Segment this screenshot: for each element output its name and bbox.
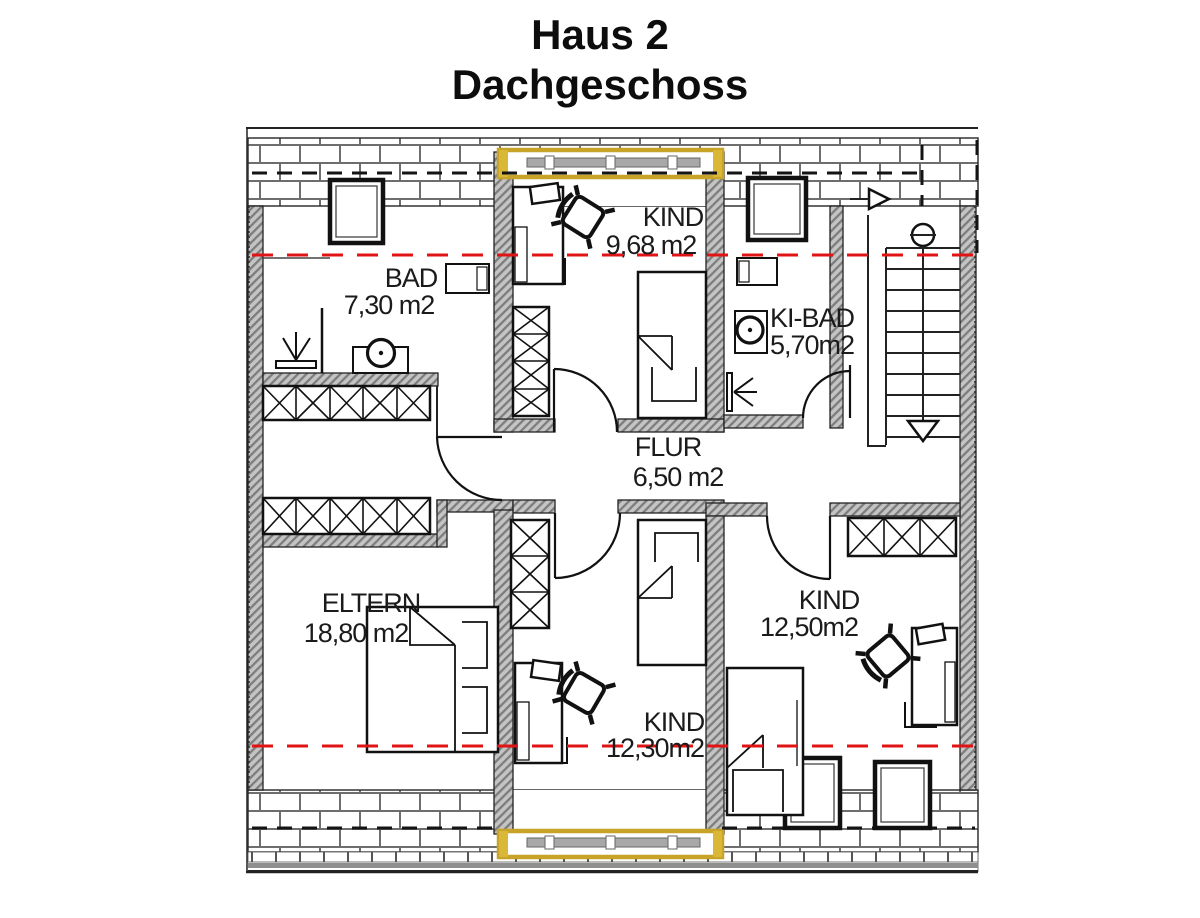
wall-corridor-bottom [262,533,439,548]
wall-flur-south-mid [705,502,768,517]
washbasin-symbol-kibad [736,257,778,286]
door-kind-mid [553,512,622,580]
dormer-windows [496,147,725,860]
wall-kindtop-bottom-right [617,418,725,433]
bathroom-fixtures [275,257,778,412]
label-kind-right: KIND [799,585,860,615]
roof-window-kind-right-2 [872,759,933,831]
toilet-symbol-bad [352,337,409,374]
dormer-bottom-interior [513,790,706,834]
door-kind-right [765,515,832,581]
wall-kindmid-top-left [512,499,556,514]
desk-kind-mid [513,658,568,765]
doors [435,365,852,581]
door-eltern [435,435,503,502]
bed-eltern [365,605,500,754]
wall-dormer-right-top [705,151,725,433]
plan-title: Haus 2 Dachgeschoss [0,10,1200,110]
label-kind-right-area: 12,50m2 [760,612,858,642]
wardrobe-corridor-bottom [261,496,432,536]
desk-kind-top [511,181,566,286]
label-eltern: ELTERN [322,588,421,618]
bed-kind-mid [636,518,708,667]
staircase [850,186,960,447]
label-flur: FLUR [635,432,702,462]
label-eltern-area: 18,80 m2 [304,618,409,648]
label-kibad-area: 5,70m2 [770,330,854,360]
bed-kind-top [636,270,708,420]
wall-outer-right [959,205,977,791]
plan-title-line1: Haus 2 [531,11,669,58]
door-kibad [801,365,852,419]
wardrobe-kind-mid [509,518,551,630]
label-kind-mid-area: 12,30m2 [606,733,704,763]
label-bad: BAD [385,263,438,293]
wardrobe-kind-right [846,516,958,558]
roof-window-bad [263,177,386,259]
plan-title-line2: Dachgeschoss [451,61,749,108]
washbasin-symbol-bad [445,263,490,294]
masonry-footer-band [248,863,978,868]
wall-bad-bottom [262,372,439,387]
label-kind-top: KIND [643,202,704,232]
wardrobes [261,305,958,630]
knee-wall-lines [252,253,975,748]
bed-kind-right [725,666,805,817]
wall-kibad-bottom [723,414,804,429]
wall-bad-kind [493,151,514,433]
label-kind-top-area: 9,68 m2 [606,230,697,260]
label-flur-area: 6,50 m2 [633,462,724,492]
roof-edge-dashed-lines [252,140,979,830]
room-labels: BAD 7,30 m2 KIND 9,68 m2 KI-BAD 5,70m2 F… [304,202,861,763]
wall-flur-south-right [829,502,961,517]
walls [247,151,977,835]
shower-symbol-kibad [726,372,757,412]
door-kind-top [552,367,619,433]
wall-outer-left [247,205,264,791]
wardrobe-corridor-top [261,384,432,422]
roof-window-kibad [745,175,809,243]
chair-kind-right [855,624,921,689]
toilet-symbol-kibad [734,310,768,354]
wall-kindtop-bottom-left [493,418,556,433]
shower-symbol-bad [275,308,324,373]
desk-kind-right [904,622,959,728]
label-kind-mid: KIND [644,707,705,737]
stair-direction-arrow [905,419,941,444]
wardrobe-kind-top [511,305,551,418]
wall-dormer-right-bottom [705,515,725,835]
wall-eltern-connector [436,499,448,548]
dormer-window-bottom [496,828,725,860]
label-kibad: KI-BAD [770,303,855,333]
label-bad-area: 7,30 m2 [344,290,435,320]
